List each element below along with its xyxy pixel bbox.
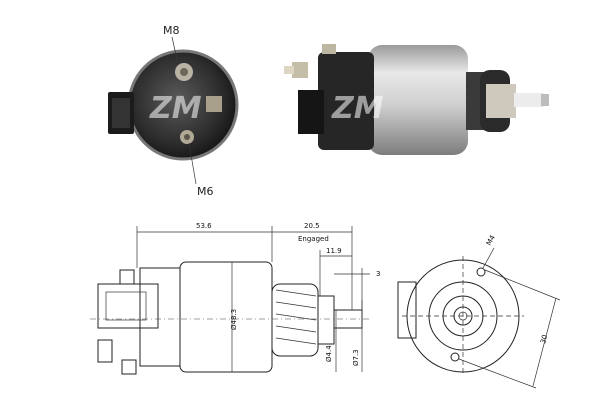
end-cap xyxy=(129,51,237,159)
drawing-connector-inner xyxy=(105,291,147,321)
m6-label: M6 xyxy=(197,185,214,198)
small-terminal xyxy=(206,96,222,112)
drawing-bottom-nut xyxy=(121,359,137,375)
end-elevation-drawing: M4 30 xyxy=(397,233,561,389)
plunger-flange xyxy=(466,72,484,130)
connector-face xyxy=(112,98,130,128)
m8-terminal-nut xyxy=(180,68,188,76)
dim-body-length: 53.6 xyxy=(196,222,212,230)
mount-hole-top xyxy=(476,267,486,277)
spacing-ext-top xyxy=(484,269,561,301)
drawing-plunger-flange xyxy=(317,295,335,345)
stud-tip xyxy=(284,66,294,74)
side-elevation-drawing: 53.6 20.5 Engaged 11.9 3 Ø48.3 Ø4.4 Ø7.3 xyxy=(90,222,380,375)
dim-body-diameter: Ø48.3 xyxy=(230,309,238,330)
dim-gap-small: 11.9 xyxy=(326,247,342,255)
m6-leader xyxy=(188,142,197,185)
plunger-core xyxy=(486,84,516,118)
drawing-top-stud xyxy=(119,269,135,285)
side-connector xyxy=(298,90,324,134)
m8-leader xyxy=(171,36,179,65)
spacing-ext-bottom xyxy=(458,358,537,389)
top-stud xyxy=(292,62,308,78)
m6-terminal-nut xyxy=(184,134,190,140)
drawing-spring-coils xyxy=(275,289,317,345)
top-terminal xyxy=(322,44,336,54)
m4-leader xyxy=(482,247,495,269)
end-connector-tab xyxy=(397,281,417,339)
mount-hole-bottom xyxy=(450,352,460,362)
solenoid-body xyxy=(368,45,468,155)
drawing-spring-housing xyxy=(271,283,319,357)
plunger-tip xyxy=(541,94,549,106)
dim-gap-tiny: 3 xyxy=(376,270,380,278)
end-view-photo: ZM M8 M6 xyxy=(108,24,239,198)
watermark-right: ZM xyxy=(331,91,384,126)
dim-plunger-length: 20.5 xyxy=(304,222,320,230)
cap-housing xyxy=(318,52,374,150)
side-view-photo: ZM xyxy=(284,44,549,155)
dim-plunger-diameter: Ø4.4 xyxy=(325,345,333,362)
drawing-body xyxy=(179,261,273,373)
mount-spacing-label: 30 xyxy=(539,334,549,345)
dim-engaged-label: Engaged xyxy=(298,235,329,243)
spacing-dim-line xyxy=(532,297,557,387)
drawing-bottom-stud xyxy=(97,339,113,363)
dim-tip-diameter: Ø7.3 xyxy=(352,349,360,366)
watermark-left: ZM xyxy=(149,91,202,126)
m8-label: M8 xyxy=(163,24,180,37)
mount-thread-label: M4 xyxy=(485,233,497,247)
drawing-connector xyxy=(97,283,159,329)
plunger-pin xyxy=(514,93,544,107)
